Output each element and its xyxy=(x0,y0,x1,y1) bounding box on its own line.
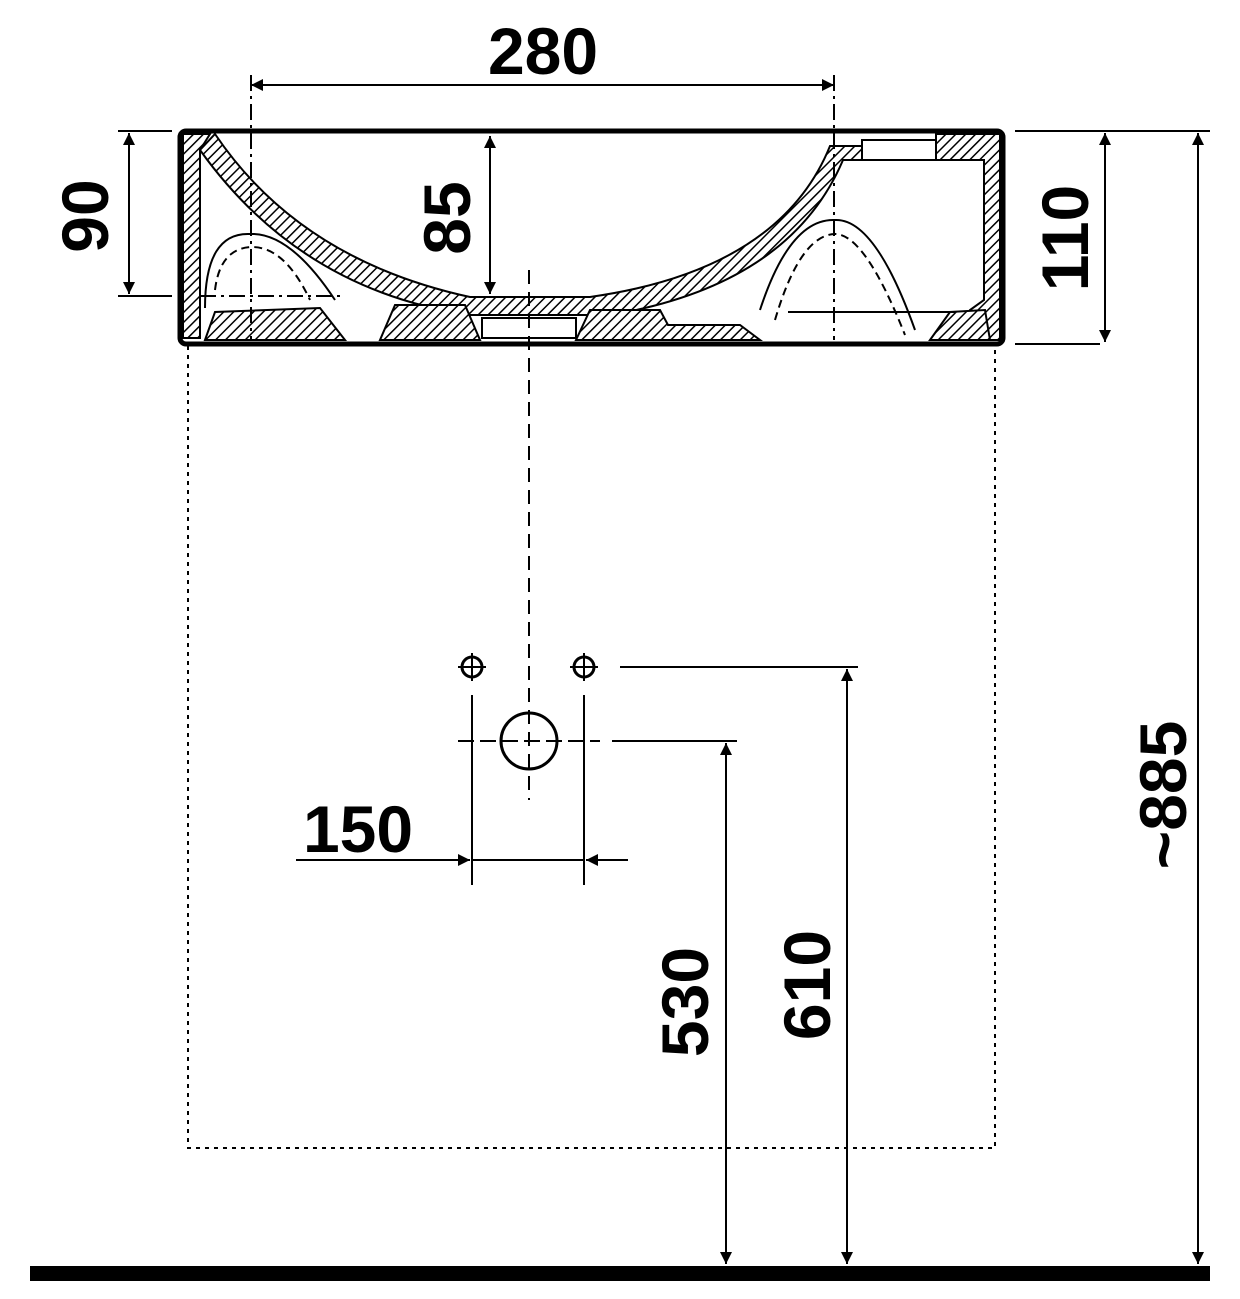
dimension-lines xyxy=(118,79,1210,1264)
dim-label-150: 150 xyxy=(303,792,413,866)
dim-label-885: ~885 xyxy=(1126,721,1200,870)
dim-label-610: 610 xyxy=(770,930,844,1040)
supply-point-right xyxy=(570,653,598,681)
waste-outlet xyxy=(458,711,600,771)
dim-label-530: 530 xyxy=(648,947,722,1057)
mounting-outline xyxy=(187,346,996,1149)
floor-line xyxy=(30,1266,1210,1281)
dim-label-85: 85 xyxy=(410,181,484,254)
dim-label-90: 90 xyxy=(48,179,122,252)
dim-label-110: 110 xyxy=(1028,185,1102,291)
supply-point-left xyxy=(458,653,486,681)
dim-label-280: 280 xyxy=(488,14,598,88)
basin-section xyxy=(177,75,1006,800)
